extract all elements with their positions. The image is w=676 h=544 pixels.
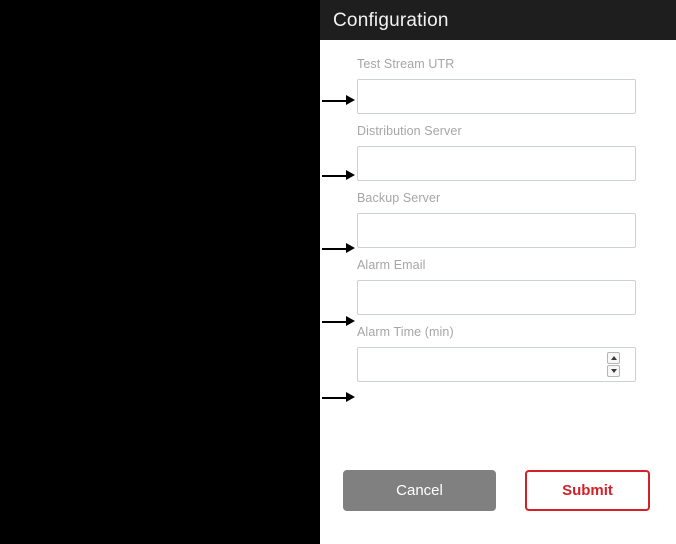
arrow-head-icon [346,95,355,105]
dialog-body: Test Stream UTR Distribution Server Back… [320,40,676,382]
page-title: Configuration [333,9,449,31]
arrow-head-icon [346,170,355,180]
configuration-dialog: Configuration Test Stream UTR Distributi… [320,0,676,544]
label-alarm-time: Alarm Time (min) [357,325,454,339]
alarm-time-number-wrap [357,347,636,382]
field-distribution-server: Distribution Server [357,123,636,181]
spinner-down-icon[interactable] [607,365,620,377]
spinner-up-icon[interactable] [607,352,620,364]
field-backup-server: Backup Server [357,190,636,248]
cancel-button[interactable]: Cancel [343,470,496,511]
label-distribution-server: Distribution Server [357,124,462,138]
pointer-arrow-test-stream-utr [322,95,355,106]
arrow-head-icon [346,316,355,326]
pointer-arrow-alarm-time [322,392,355,403]
field-alarm-email: Alarm Email [357,257,636,315]
submit-button[interactable]: Submit [525,470,650,511]
backup-server-input[interactable] [357,213,636,248]
alarm-time-input[interactable] [357,347,636,382]
pointer-arrow-distribution-server [322,170,355,181]
label-backup-server: Backup Server [357,191,441,205]
arrow-shaft [322,100,347,102]
dialog-footer: Cancel Submit [320,470,676,511]
arrow-shaft [322,175,347,177]
test-stream-utr-input[interactable] [357,79,636,114]
alarm-email-input[interactable] [357,280,636,315]
arrow-shaft [322,397,347,399]
arrow-head-icon [346,243,355,253]
label-test-stream-utr: Test Stream UTR [357,57,455,71]
label-alarm-email: Alarm Email [357,258,426,272]
quantity-stepper[interactable] [607,352,620,378]
field-test-stream-utr: Test Stream UTR [357,56,636,114]
distribution-server-input[interactable] [357,146,636,181]
arrow-head-icon [346,392,355,402]
arrow-shaft [322,248,347,250]
pointer-arrow-alarm-email [322,316,355,327]
arrow-shaft [322,321,347,323]
pointer-arrow-backup-server [322,243,355,254]
dialog-header: Configuration [320,0,676,40]
field-alarm-time: Alarm Time (min) [357,324,636,382]
